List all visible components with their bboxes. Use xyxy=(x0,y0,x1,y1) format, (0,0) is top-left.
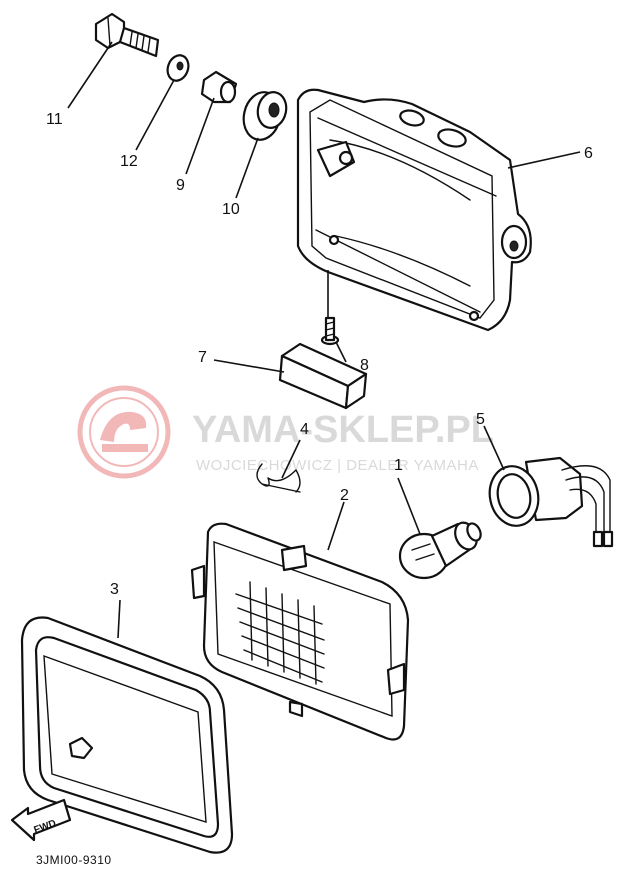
part-11-bolt xyxy=(94,12,160,58)
part-1-bulb xyxy=(398,521,482,580)
callout-numbers: 11 12 9 10 6 7 8 4 5 1 2 3 xyxy=(46,111,593,598)
callout-2: 2 xyxy=(340,487,349,504)
part-6-housing xyxy=(296,88,532,332)
callout-11: 11 xyxy=(46,111,63,128)
watermark-subtitle: WOJCIECHOWICZ | DEALER YAMAHA xyxy=(196,457,479,474)
callout-1: 1 xyxy=(394,457,403,474)
callout-5: 5 xyxy=(476,411,485,428)
callout-9: 9 xyxy=(176,177,185,194)
part-8-screw xyxy=(320,316,340,346)
part-7-pad xyxy=(278,342,368,410)
watermark-brand: YAMA-SKLEP.PL xyxy=(192,409,494,451)
part-2-lens-unit xyxy=(190,522,410,741)
part-3-rim xyxy=(20,616,234,854)
part-12-washer xyxy=(166,54,190,82)
drawing-code: 3JMI00-9310 xyxy=(36,853,112,867)
callout-10: 10 xyxy=(222,201,240,218)
callout-12: 12 xyxy=(120,153,138,170)
part-4-spring-clip xyxy=(256,463,301,493)
watermark-logo xyxy=(77,385,171,479)
callout-7: 7 xyxy=(198,349,207,366)
part-5-socket xyxy=(488,456,614,548)
part-10-grommet xyxy=(242,91,288,141)
watermark: YAMA-SKLEP.PL WOJCIECHOWICZ | DEALER YAM… xyxy=(77,385,494,479)
callout-3: 3 xyxy=(110,581,119,598)
fwd-direction-marker: FWD xyxy=(10,798,72,842)
callout-4: 4 xyxy=(300,421,309,438)
callout-6: 6 xyxy=(584,145,593,162)
callout-8: 8 xyxy=(360,357,369,374)
part-9-collar xyxy=(200,70,238,104)
leader-lines xyxy=(67,41,581,639)
